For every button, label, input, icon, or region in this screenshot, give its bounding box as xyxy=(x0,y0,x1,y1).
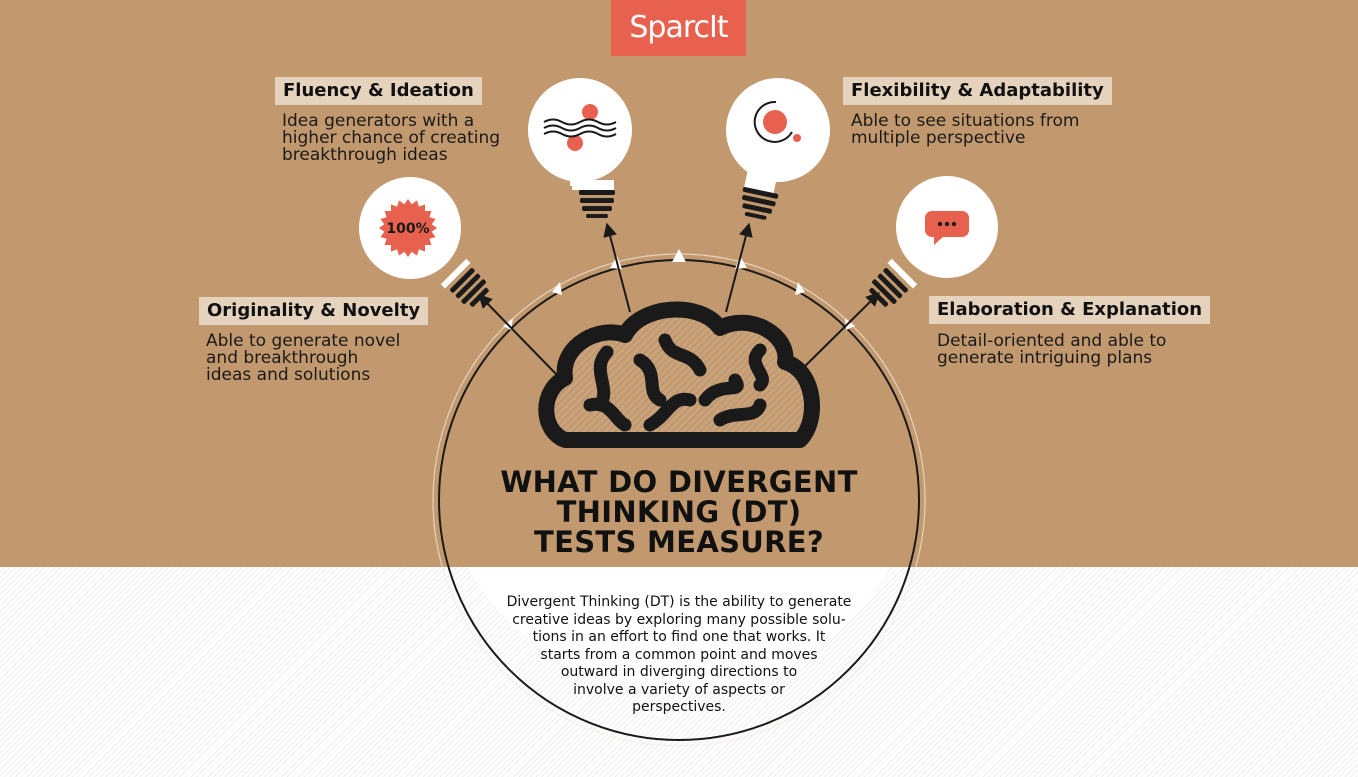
label-flexibility: Flexibility & Adaptability xyxy=(843,77,1112,105)
waves-dots-icon xyxy=(543,104,617,151)
orbit-circle-icon xyxy=(753,100,801,143)
desc-line: ideas and solutions xyxy=(206,365,371,385)
label-originality: Originality & Novelty xyxy=(199,297,429,325)
background-top xyxy=(0,0,1358,567)
bulb-flexibility xyxy=(726,78,830,220)
label-fluency: Fluency & Ideation xyxy=(275,77,482,105)
desc-flexibility: Able to see situations from multiple per… xyxy=(851,113,1079,147)
badge-100-percent-icon: 100% xyxy=(379,199,437,257)
brand-logo: SparcIt xyxy=(611,0,746,56)
main-title: WHAT DO DIVERGENT THINKING (DT) TESTS ME… xyxy=(478,467,880,557)
para-line: tions in an effort to find one that work… xyxy=(532,629,826,645)
bulb-elaboration xyxy=(869,176,998,307)
desc-line: multiple perspective xyxy=(851,128,1026,148)
desc-line: generate intriguing plans xyxy=(937,348,1153,368)
spoke-fluency xyxy=(603,222,631,313)
title-line: WHAT DO DIVERGENT xyxy=(500,465,858,499)
desc-line: breakthrough ideas xyxy=(282,145,448,165)
para-line: perspectives. xyxy=(632,699,726,715)
desc-line: higher chance of creating xyxy=(282,128,501,148)
desc-line: and breakthrough xyxy=(206,348,359,368)
desc-line: Able to generate novel xyxy=(206,331,401,351)
brain-icon xyxy=(538,301,820,448)
label-elaboration: Elaboration & Explanation xyxy=(929,296,1211,324)
title-line: THINKING (DT) xyxy=(556,495,802,529)
speech-bubble-icon xyxy=(925,211,969,245)
desc-line: Idea generators with a xyxy=(282,111,475,131)
definition-paragraph: Divergent Thinking (DT) is the ability t… xyxy=(468,594,890,717)
bulb-fluency xyxy=(528,78,632,218)
title-line: TESTS MEASURE? xyxy=(534,525,824,559)
para-line: outward in diverging directions to xyxy=(560,664,798,680)
spoke-flexibility xyxy=(725,222,753,313)
spoke-arrows xyxy=(478,222,880,377)
desc-fluency: Idea generators with a higher chance of … xyxy=(282,113,500,164)
spoke-originality xyxy=(478,293,557,375)
spoke-elaboration xyxy=(794,292,880,377)
desc-elaboration: Detail-oriented and able to generate int… xyxy=(937,333,1166,367)
desc-originality: Able to generate novel and breakthrough … xyxy=(206,333,400,384)
badge-text: 100% xyxy=(386,221,429,237)
desc-line: Detail-oriented and able to xyxy=(937,331,1167,351)
para-line: creative ideas by exploring many possibl… xyxy=(512,611,846,628)
para-line: starts from a common point and moves xyxy=(540,646,818,663)
para-line: Divergent Thinking (DT) is the ability t… xyxy=(506,594,852,610)
para-line: involve a variety of aspects or xyxy=(573,681,785,698)
desc-line: Able to see situations from xyxy=(851,111,1080,131)
